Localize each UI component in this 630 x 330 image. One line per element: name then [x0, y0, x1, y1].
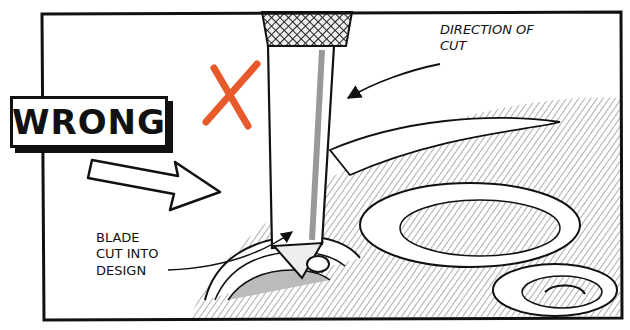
annotation-label: BLADE CUT INTO DESIGN [96, 230, 164, 279]
carved-swirl [360, 183, 580, 267]
direction-arrow [348, 64, 440, 98]
carved-swirl [493, 264, 617, 316]
carved-groove [205, 236, 360, 300]
carved-swirl [400, 200, 560, 256]
carved-groove [228, 270, 330, 300]
carved-groove [330, 118, 560, 175]
panel-frame [42, 12, 622, 320]
carved-swirl [522, 276, 602, 308]
tool-shaft [268, 46, 334, 248]
carved-swirl [545, 285, 585, 294]
annotation-label: DIRECTION OF CUT [440, 22, 550, 55]
tool-handle [262, 12, 352, 46]
callout-text: WRONG [12, 102, 166, 142]
leader-line [168, 232, 292, 270]
callout-box: WRONG [10, 96, 168, 148]
pointer-arrow [88, 160, 220, 210]
wood-surface [190, 98, 620, 318]
cut-hole [307, 256, 329, 272]
tool-shading [312, 50, 322, 240]
wrong-mark [206, 64, 257, 126]
